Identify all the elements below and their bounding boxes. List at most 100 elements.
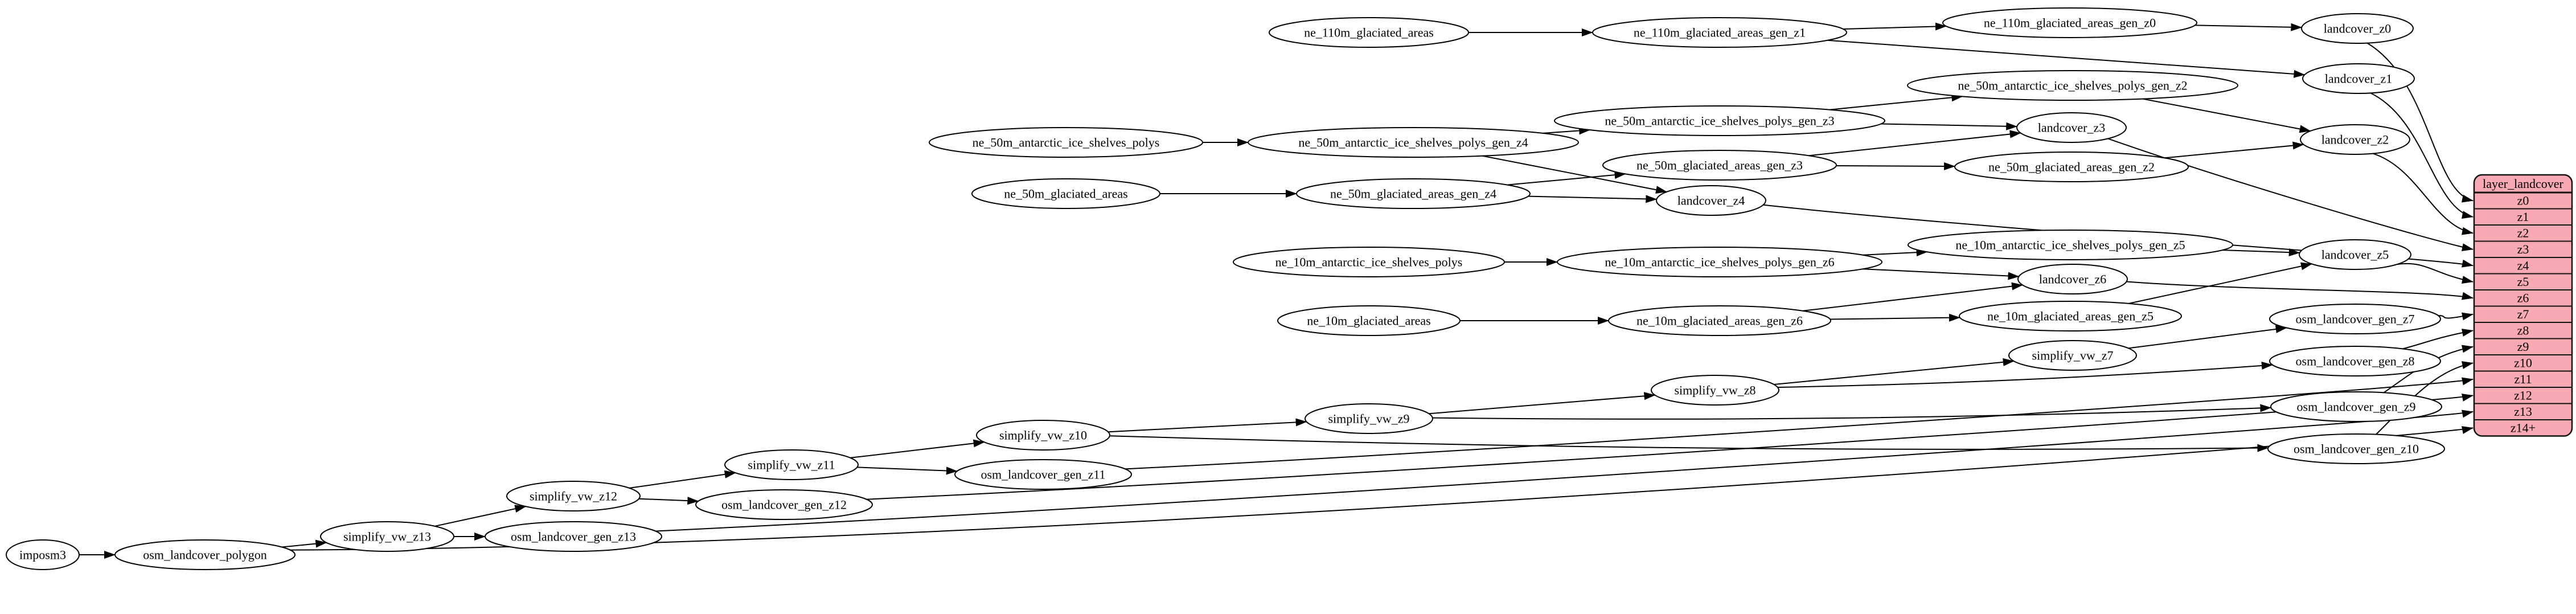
- node-ellipse-ne_10m_glaciated_areas_gen_z5: [1959, 301, 2182, 331]
- edge-ne_10m_glaciated_areas_gen_z5-to-landcover_z5: [2128, 262, 2312, 304]
- edge-osm_landcover_gen_z7-to-layer-landcover-z7: [2438, 312, 2474, 321]
- node-osm_landcover_gen_z9: osm_landcover_gen_z9: [2270, 391, 2442, 422]
- node-ellipse-osm_landcover_gen_z9: [2270, 391, 2442, 422]
- node-label-ne_50m_antarctic_ice_shelves_polys: ne_50m_antarctic_ice_shelves_polys: [973, 135, 1160, 149]
- node-landcover_z4: landcover_z4: [1656, 185, 1766, 216]
- node-imposm3: imposm3: [6, 539, 80, 570]
- node-ellipse-simplify_vw_z8: [1651, 375, 1779, 406]
- node-ellipse-ne_50m_glaciated_areas: [971, 178, 1160, 209]
- node-osm_landcover_gen_z8: osm_landcover_gen_z8: [2269, 346, 2441, 376]
- node-label-osm_landcover_gen_z7: osm_landcover_gen_z7: [2296, 312, 2415, 326]
- node-label-ne_50m_glaciated_areas_gen_z3: ne_50m_glaciated_areas_gen_z3: [1636, 158, 1803, 172]
- node-ellipse-landcover_z4: [1656, 185, 1766, 216]
- node-ellipse-simplify_vw_z13: [320, 521, 454, 552]
- node-ellipse-osm_landcover_gen_z13: [485, 521, 662, 552]
- node-simplify_vw_z12: simplify_vw_z12: [506, 481, 641, 511]
- node-ellipse-osm_landcover_polygon: [114, 539, 296, 570]
- node-ellipse-ne_50m_glaciated_areas_gen_z3: [1602, 150, 1837, 181]
- node-ellipse-ne_50m_antarctic_ice_shelves_polys: [929, 127, 1203, 158]
- edge-ne_10m_antarctic_ice_shelves_polys_gen_z6-to-ne_10m_antarctic_ice_shelves_polys_gen_z5: [1863, 248, 1928, 257]
- node-ne_50m_antarctic_ice_shelves_polys_gen_z2: ne_50m_antarctic_ice_shelves_polys_gen_z…: [1907, 70, 2238, 101]
- edge-simplify_vw_z9-to-osm_landcover_gen_z9: [1432, 404, 2272, 420]
- node-ne_10m_antarctic_ice_shelves_polys_gen_z5: ne_10m_antarctic_ice_shelves_polys_gen_z…: [1908, 230, 2233, 260]
- node-ellipse-simplify_vw_z11: [724, 449, 859, 480]
- node-ellipse-osm_landcover_gen_z7: [2269, 304, 2441, 334]
- edge-simplify_vw_z10-to-simplify_vw_z9: [1108, 418, 1307, 433]
- node-label-ne_50m_glaciated_areas_gen_z2: ne_50m_glaciated_areas_gen_z2: [1988, 159, 2155, 174]
- node-ellipse-ne_10m_antarctic_ice_shelves_polys_gen_z6: [1557, 247, 1882, 277]
- node-label-osm_landcover_gen_z12: osm_landcover_gen_z12: [721, 497, 847, 511]
- edge-ne_10m_glaciated_areas_gen_z6-to-landcover_z6: [1803, 282, 2023, 312]
- edge-osm_landcover_gen_z8-to-layer-landcover-z8: [2402, 329, 2474, 350]
- node-ellipse-ne_10m_antarctic_ice_shelves_polys_gen_z5: [1908, 230, 2233, 260]
- node-label-osm_landcover_gen_z9: osm_landcover_gen_z9: [2297, 399, 2416, 414]
- edges-layer: [79, 22, 2474, 559]
- node-simplify_vw_z9: simplify_vw_z9: [1305, 403, 1433, 434]
- node-landcover_z2: landcover_z2: [2300, 124, 2410, 155]
- node-ne_110m_glaciated_areas_gen_z0: ne_110m_glaciated_areas_gen_z0: [1942, 7, 2197, 38]
- node-ellipse-landcover_z3: [2016, 112, 2127, 143]
- node-ne_50m_glaciated_areas: ne_50m_glaciated_areas: [971, 178, 1160, 209]
- node-ellipse-ne_110m_glaciated_areas_gen_z1: [1592, 17, 1847, 48]
- node-ellipse-ne_110m_glaciated_areas: [1269, 17, 1469, 48]
- node-ne_10m_antarctic_ice_shelves_polys_gen_z6: ne_10m_antarctic_ice_shelves_polys_gen_z…: [1557, 247, 1882, 277]
- node-label-landcover_z3: landcover_z3: [2038, 120, 2106, 134]
- node-ellipse-osm_landcover_gen_z10: [2267, 433, 2445, 464]
- node-label-ne_50m_glaciated_areas: ne_50m_glaciated_areas: [1004, 186, 1127, 200]
- node-ellipse-ne_50m_antarctic_ice_shelves_polys_gen_z4: [1248, 127, 1579, 158]
- table-row-z6: z6: [2517, 291, 2529, 305]
- node-osm_landcover_gen_z13: osm_landcover_gen_z13: [485, 521, 662, 552]
- node-ellipse-simplify_vw_z7: [2008, 340, 2137, 371]
- edge-landcover_z0-to-layer-landcover-z0: [2366, 42, 2474, 203]
- node-label-ne_50m_antarctic_ice_shelves_polys_gen_z3: ne_50m_antarctic_ice_shelves_polys_gen_z…: [1605, 113, 1834, 128]
- node-label-ne_110m_glaciated_areas_gen_z0: ne_110m_glaciated_areas_gen_z0: [1984, 15, 2156, 30]
- node-ellipse-ne_110m_glaciated_areas_gen_z0: [1942, 7, 2197, 38]
- node-ne_10m_glaciated_areas: ne_10m_glaciated_areas: [1277, 305, 1461, 336]
- edge-ne_10m_glaciated_areas_gen_z6-to-ne_10m_glaciated_areas_gen_z5: [1830, 313, 1960, 322]
- node-label-ne_10m_glaciated_areas_gen_z5: ne_10m_glaciated_areas_gen_z5: [1987, 309, 2153, 323]
- node-label-simplify_vw_z8: simplify_vw_z8: [1675, 383, 1756, 397]
- edge-simplify_vw_z8-to-osm_landcover_gen_z8: [1777, 361, 2273, 388]
- node-label-simplify_vw_z11: simplify_vw_z11: [748, 457, 835, 472]
- node-label-ne_50m_antarctic_ice_shelves_polys_gen_z2: ne_50m_antarctic_ice_shelves_polys_gen_z…: [1958, 78, 2187, 92]
- node-label-landcover_z0: landcover_z0: [2324, 21, 2392, 35]
- node-ellipse-ne_50m_antarctic_ice_shelves_polys_gen_z2: [1907, 70, 2238, 101]
- node-label-osm_landcover_gen_z8: osm_landcover_gen_z8: [2296, 354, 2415, 368]
- node-ellipse-ne_50m_glaciated_areas_gen_z4: [1296, 178, 1531, 209]
- node-ellipse-osm_landcover_gen_z12: [695, 489, 873, 520]
- edge-ne_50m_antarctic_ice_shelves_polys_gen_z4-to-landcover_z4: [1482, 155, 1668, 194]
- node-ellipse-landcover_z0: [2301, 13, 2414, 44]
- table-row-z10: z10: [2514, 356, 2532, 370]
- edge-ne_50m_glaciated_areas_gen_z2-to-landcover_z2: [2164, 141, 2304, 159]
- table-row-z5: z5: [2517, 275, 2529, 289]
- node-ellipse-landcover_z2: [2300, 124, 2410, 155]
- node-label-ne_110m_glaciated_areas_gen_z1: ne_110m_glaciated_areas_gen_z1: [1634, 25, 1806, 39]
- edge-ne_50m_antarctic_ice_shelves_polys_gen_z2-to-landcover_z2: [2142, 98, 2311, 133]
- edge-ne_50m_antarctic_ice_shelves_polys_gen_z3-to-ne_50m_antarctic_ice_shelves_polys_gen_z2: [1830, 93, 1963, 110]
- table-row-z9: z9: [2517, 339, 2529, 354]
- node-label-osm_landcover_gen_z11: osm_landcover_gen_z11: [981, 467, 1105, 481]
- node-ellipse-ne_10m_glaciated_areas_gen_z6: [1608, 305, 1831, 336]
- edge-simplify_vw_z12-to-osm_landcover_gen_z12: [639, 497, 699, 505]
- node-ne_50m_glaciated_areas_gen_z3: ne_50m_glaciated_areas_gen_z3: [1602, 150, 1837, 181]
- edge-simplify_vw_z11-to-simplify_vw_z10: [850, 439, 985, 459]
- node-simplify_vw_z10: simplify_vw_z10: [976, 420, 1110, 451]
- node-label-simplify_vw_z7: simplify_vw_z7: [2032, 348, 2114, 362]
- edge-osm_landcover_gen_z13-to-layer-landcover-z13: [655, 410, 2474, 532]
- node-label-landcover_z5: landcover_z5: [2321, 247, 2389, 261]
- node-ellipse-landcover_z5: [2299, 239, 2411, 270]
- node-ellipse-landcover_z1: [2302, 63, 2415, 94]
- node-label-landcover_z6: landcover_z6: [2039, 272, 2107, 286]
- node-ellipse-simplify_vw_z10: [976, 420, 1110, 451]
- node-simplify_vw_z11: simplify_vw_z11: [724, 449, 859, 480]
- node-label-ne_50m_glaciated_areas_gen_z4: ne_50m_glaciated_areas_gen_z4: [1330, 186, 1496, 200]
- edge-ne_110m_glaciated_areas_gen_z1-to-ne_110m_glaciated_areas_gen_z0: [1843, 22, 1947, 31]
- node-landcover_z0: landcover_z0: [2301, 13, 2414, 44]
- node-ne_10m_glaciated_areas_gen_z6: ne_10m_glaciated_areas_gen_z6: [1608, 305, 1831, 336]
- node-simplify_vw_z8: simplify_vw_z8: [1651, 375, 1779, 406]
- table-row-z8: z8: [2517, 324, 2529, 338]
- node-landcover_z3: landcover_z3: [2016, 112, 2127, 143]
- node-ne_50m_antarctic_ice_shelves_polys_gen_z4: ne_50m_antarctic_ice_shelves_polys_gen_z…: [1248, 127, 1579, 158]
